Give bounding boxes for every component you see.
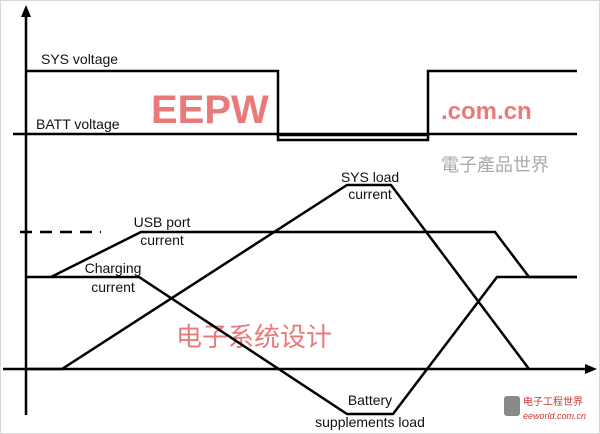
watermark-brand: EEPW	[151, 88, 269, 132]
label-charging-current: current	[91, 279, 135, 295]
label-usb-port: USB port	[134, 214, 191, 230]
label-sys-load: SYS load	[341, 169, 399, 185]
batt-voltage-dip	[276, 135, 430, 142]
label-charging: Charging	[85, 260, 142, 276]
corner-logo-cn: 电子工程世界	[523, 395, 583, 408]
watermark-domain: .com.cn	[441, 98, 532, 125]
watermark-cn-diag: 电子系统设计	[176, 323, 332, 353]
y-axis-arrow-icon	[21, 5, 31, 17]
label-sys-voltage: SYS voltage	[41, 51, 118, 67]
corner-logo: 电子工程世界 eeworld.com.cn	[504, 395, 586, 421]
sys-load-current-trace	[26, 183, 530, 371]
charging-current-trace	[26, 275, 577, 416]
label-sys-load-current: current	[348, 186, 392, 202]
watermark-cn-title: 電子產品世界	[441, 155, 549, 176]
label-battery: Battery	[348, 392, 392, 408]
x-axis-arrow-icon	[585, 364, 597, 374]
watermark: EEPW .com.cn 電子產品世界 电子系统设计	[151, 88, 549, 353]
label-batt-voltage: BATT voltage	[36, 116, 120, 132]
label-usb-port-current: current	[140, 232, 184, 248]
corner-logo-domain: eeworld.com.cn	[523, 411, 586, 421]
label-battery-supplements-load: supplements load	[315, 414, 425, 430]
